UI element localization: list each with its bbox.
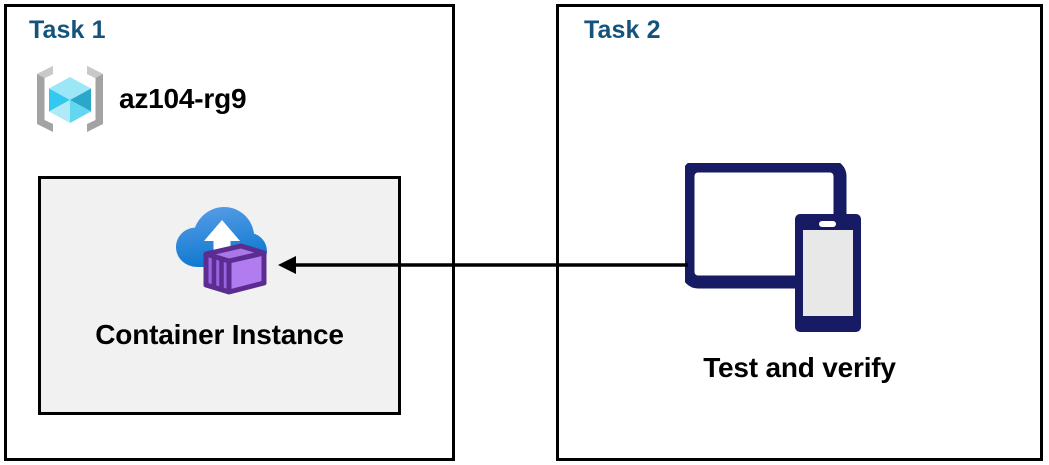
panel-title-task-2: Task 2 (584, 16, 661, 44)
panel-task-2 (556, 4, 1043, 461)
panel-task-1 (4, 4, 455, 461)
container-instance-label: Container Instance (95, 319, 344, 350)
test-and-verify-label: Test and verify (703, 352, 896, 383)
resource-group-row: az104-rg9 (33, 62, 247, 136)
resource-group-label: az104-rg9 (119, 83, 247, 114)
container-instance-box: Container Instance (38, 176, 401, 415)
azure-resource-group-icon (33, 62, 107, 136)
panel-title-task-1: Task 1 (29, 16, 106, 44)
